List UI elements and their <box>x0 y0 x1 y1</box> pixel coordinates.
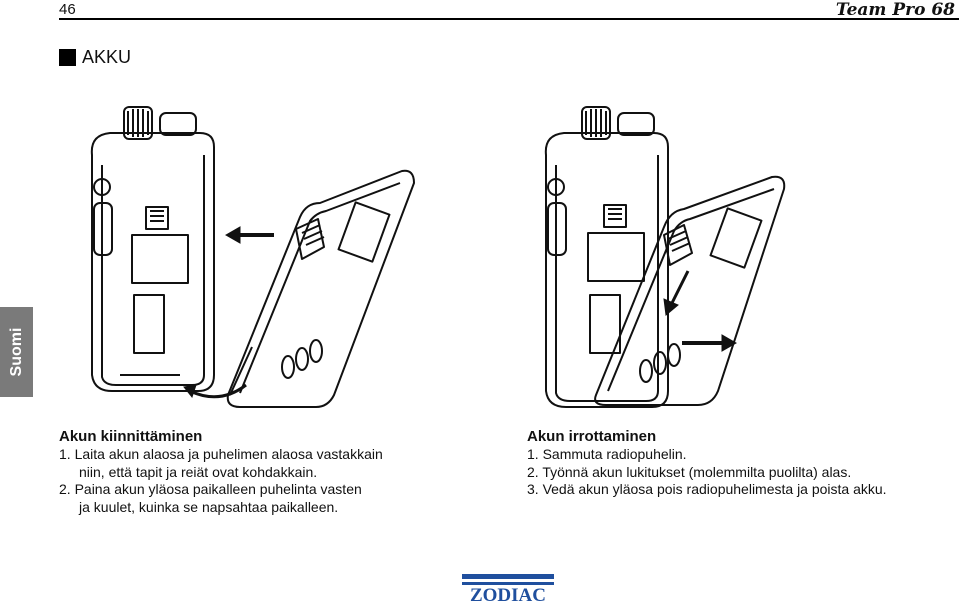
slide-down-arrow-icon <box>663 270 690 316</box>
detach-step-2: 2. Työnnä akun lukitukset (molemmilta pu… <box>527 463 852 480</box>
battery-pack <box>226 169 415 408</box>
detach-step-1: 1. Sammuta radiopuhelin. <box>527 446 687 462</box>
header-rule <box>59 18 959 20</box>
svg-text:ZODIAC: ZODIAC <box>470 585 546 604</box>
brand-title: Team Pro 68 <box>835 0 955 20</box>
attach-heading: Akun kiinnittäminen <box>59 428 203 445</box>
language-tab: Suomi <box>0 307 33 397</box>
attach-battery-illustration <box>90 106 415 408</box>
radio-body <box>544 132 669 408</box>
knob <box>581 106 611 140</box>
attach-step-1-line-2: niin, että tapit ja reiät ovat kohdakkai… <box>79 463 318 480</box>
battery-pack <box>594 175 786 406</box>
detach-step-3: 3. Vedä akun yläosa pois radiopuhelimest… <box>527 481 887 497</box>
page-number: 46 <box>59 1 76 18</box>
attach-instructions: Akun kiinnittäminen 1. Laita akun alaosa… <box>59 428 449 516</box>
attach-step-1-line-1: 1. Laita akun alaosa ja puhelimen alaosa… <box>59 446 383 462</box>
section-title: AKKU <box>59 47 131 68</box>
zodiac-logo: ZODIAC <box>462 574 554 604</box>
section-square-icon <box>59 49 76 66</box>
rotate-arrow-icon <box>183 383 247 399</box>
attach-step-2-line-1: 2. Paina akun yläosa paikalleen puhelint… <box>59 481 362 497</box>
remove-battery-illustration <box>544 106 786 408</box>
attach-step-2-line-2: ja kuulet, kuinka se napsahtaa paikallee… <box>79 498 339 515</box>
section-title-text: AKKU <box>82 47 132 67</box>
language-tab-label: Suomi <box>7 327 25 377</box>
radio-body <box>90 132 215 392</box>
push-arrow-icon <box>224 226 274 244</box>
detach-instructions: Akun irrottaminen 1. Sammuta radiopuheli… <box>527 428 957 499</box>
pull-out-arrow-icon <box>682 334 738 352</box>
knob <box>123 106 153 140</box>
detach-heading: Akun irrottaminen <box>527 428 657 445</box>
